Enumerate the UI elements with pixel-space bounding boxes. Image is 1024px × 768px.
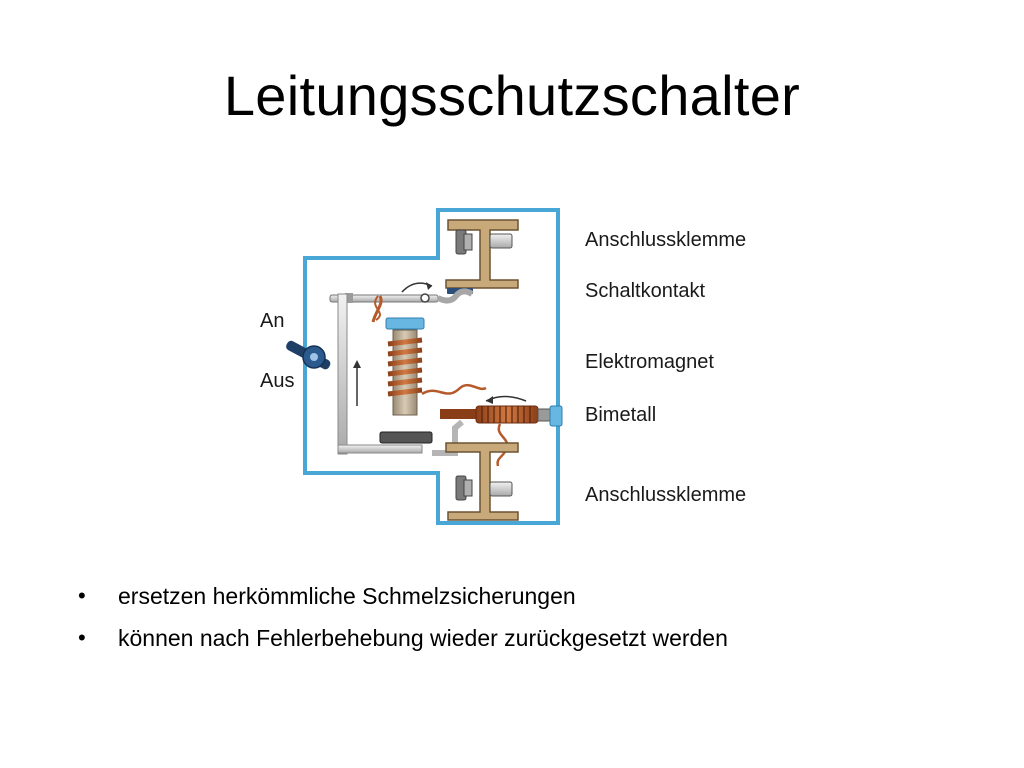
- housing-outline: [303, 208, 560, 525]
- label-bimetal: Bimetall: [585, 404, 657, 426]
- bottom-terminal: [445, 442, 519, 521]
- label-bottom-terminal: Anschlussklemme: [585, 484, 747, 506]
- label-electromagnet: Elektromagnet: [585, 351, 714, 373]
- slide-title: Leitungsschutzschalter: [223, 64, 801, 127]
- circuit-breaker-illustration: [286, 208, 563, 525]
- circuit-breaker-diagram: An Aus Anschlussklemme Schaltkontakt Ele…: [250, 200, 790, 530]
- switch-lever: [286, 340, 331, 370]
- label-top-terminal: Anschlussklemme: [585, 229, 747, 251]
- bullet-item-2: • können nach Fehlerbehebung wieder zurü…: [78, 620, 978, 662]
- bullet-text: ersetzen herkömmliche Schmelzsicherungen: [118, 583, 576, 609]
- electromagnet: [371, 295, 487, 444]
- switching-contact: [329, 282, 474, 304]
- trip-linkage: [337, 293, 464, 456]
- bimetal: [440, 395, 563, 467]
- label-switching-contact: Schaltkontakt: [585, 280, 706, 302]
- bullet-list: • ersetzen herkömmliche Schmelzsicherung…: [78, 578, 978, 662]
- top-terminal: [445, 219, 519, 294]
- bullet-marker: •: [78, 625, 86, 650]
- bullet-item-1: • ersetzen herkömmliche Schmelzsicherung…: [78, 578, 978, 620]
- label-aus: Aus: [260, 370, 295, 392]
- label-an: An: [260, 310, 285, 332]
- bullet-marker: •: [78, 583, 86, 608]
- bullet-text: können nach Fehlerbehebung wieder zurück…: [118, 625, 728, 651]
